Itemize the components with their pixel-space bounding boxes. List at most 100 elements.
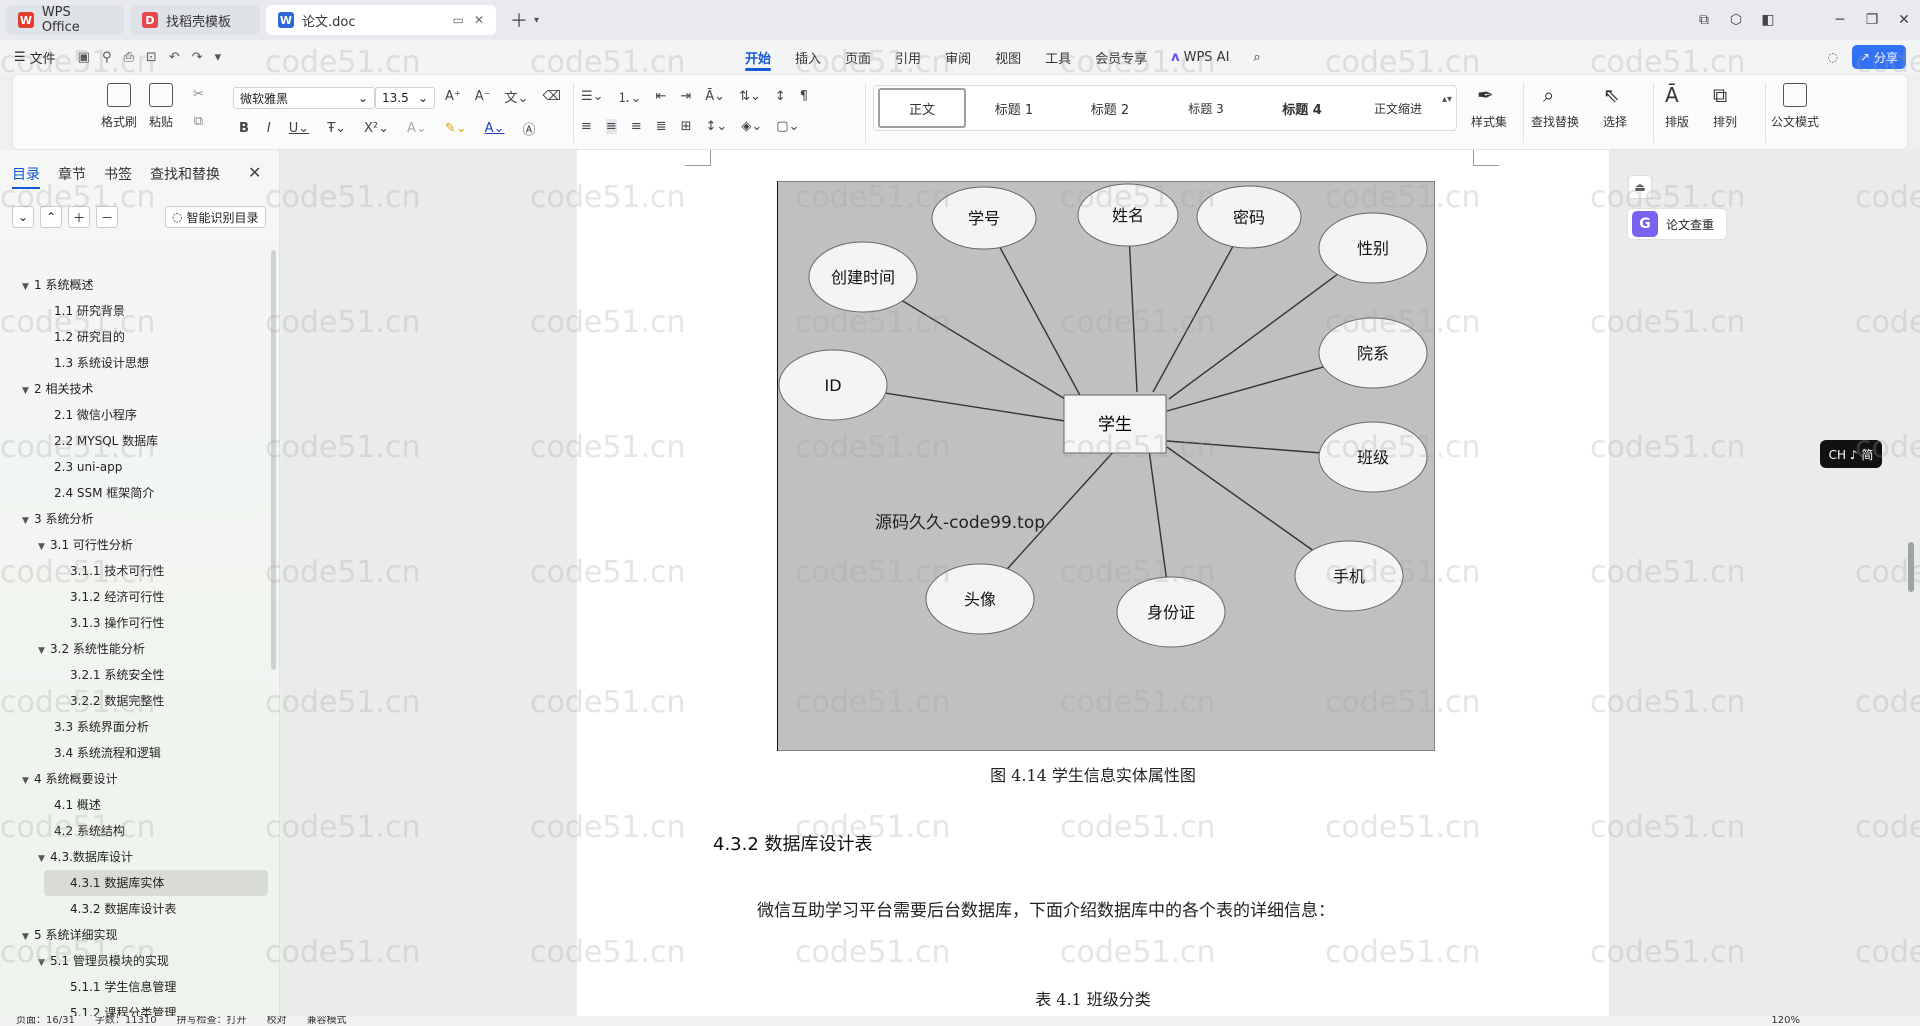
print-preview-icon[interactable]: ⊡ — [145, 49, 157, 65]
tab-bookmarks[interactable]: 书签 — [104, 167, 132, 183]
expand-caret-icon[interactable]: ▼ — [22, 776, 29, 786]
toc-item[interactable]: 5.1.1 学生信息管理 — [0, 974, 272, 1000]
menu-insert[interactable]: 插入 — [795, 51, 822, 67]
toc-item[interactable]: 2.2 MYSQL 数据库 — [0, 428, 272, 454]
style-body-indent[interactable]: 正文缩进 — [1373, 101, 1422, 116]
align-right-icon[interactable]: ≡ — [630, 119, 642, 134]
sort-icon[interactable]: ⇅⌄ — [739, 89, 761, 104]
official-mode-button[interactable]: 公文模式 — [1771, 83, 1819, 130]
toc-item[interactable]: 3.1.2 经济可行性 — [0, 584, 272, 610]
expand-caret-icon[interactable]: ▼ — [22, 386, 29, 396]
tab-find-replace[interactable]: 查找和替换 — [150, 167, 220, 183]
paper-check-button[interactable]: G 论文查重 — [1627, 208, 1727, 240]
maximize-icon[interactable]: ❐ — [1865, 12, 1879, 28]
font-size-select[interactable]: 13.5⌄ — [375, 87, 435, 109]
toc-item[interactable]: ▼5 系统详细实现 — [0, 922, 272, 948]
style-heading-3[interactable]: 标题 3 — [1188, 101, 1224, 116]
italic-icon[interactable]: I — [266, 121, 271, 136]
increase-indent-icon[interactable]: ⇥ — [680, 89, 692, 104]
toc-item[interactable]: ▼2 相关技术 — [0, 376, 272, 402]
tab-wps-office[interactable]: W WPS Office — [6, 5, 124, 35]
toc-item[interactable]: 2.4 SSM 框架简介 — [0, 480, 272, 506]
student-entity-diagram[interactable]: 学号姓名密码性别创建时间院系ID班级头像身份证手机学生 源码久久-code99.… — [777, 181, 1435, 751]
decrease-indent-icon[interactable]: ⇤ — [655, 89, 667, 104]
toc-item[interactable]: 3.2.1 系统安全性 — [0, 662, 272, 688]
zoom-level[interactable]: 120% — [1771, 1016, 1800, 1026]
highlight-icon[interactable]: ✎⌄ — [444, 121, 467, 136]
line-spacing-sort-icon[interactable]: ↕ — [774, 89, 786, 104]
format-brush-button[interactable]: 格式刷 — [101, 83, 137, 130]
toc-item[interactable]: 2.1 微信小程序 — [0, 402, 272, 428]
toc-item[interactable]: 3.1.3 操作可行性 — [0, 610, 272, 636]
close-window-icon[interactable]: ✕ — [1898, 12, 1910, 28]
toc-item[interactable]: 4.2 系统结构 — [0, 818, 272, 844]
toc-item[interactable]: 3.3 系统界面分析 — [0, 714, 272, 740]
toc-item[interactable]: ▼5.1 管理员模块的实现 — [0, 948, 272, 974]
expand-caret-icon[interactable]: ▼ — [22, 282, 29, 292]
menu-view[interactable]: 视图 — [995, 51, 1022, 67]
find-replace-button[interactable]: ⌕ 查找替换 — [1531, 83, 1579, 130]
user-avatar[interactable]: ◧ — [1761, 12, 1775, 28]
tab-toc[interactable]: 目录 — [12, 164, 40, 189]
menu-review[interactable]: 审阅 — [945, 51, 972, 67]
shrink-font-icon[interactable]: A⁻ — [474, 89, 491, 104]
align-left-icon[interactable]: ≡ — [581, 119, 592, 134]
style-heading-2[interactable]: 标题 2 — [1090, 102, 1130, 118]
show-marks-icon[interactable]: ¶ — [799, 89, 809, 104]
layout-button[interactable]: Ā 排版 — [1665, 83, 1689, 130]
toc-item[interactable]: ▼3.1 可行性分析 — [0, 532, 272, 558]
toc-item[interactable]: 4.1 概述 — [0, 792, 272, 818]
bold-icon[interactable]: B — [239, 121, 249, 136]
toc-item[interactable]: ▼3.2 系统性能分析 — [0, 636, 272, 662]
superscript-icon[interactable]: X²⌄ — [364, 121, 390, 136]
style-set-button[interactable]: ✒ 样式集 — [1471, 83, 1507, 130]
toc-item[interactable]: 1.3 系统设计思想 — [0, 350, 272, 376]
menu-home[interactable]: 开始 — [733, 40, 783, 74]
undo-icon[interactable]: ↶ — [168, 49, 180, 65]
new-tab-button[interactable]: ＋ — [510, 11, 528, 32]
file-menu[interactable]: ☰ 文件 — [14, 48, 56, 67]
char-shading-icon[interactable]: Ⓐ — [522, 123, 536, 138]
menu-member[interactable]: 会员专享 — [1095, 51, 1148, 67]
close-pane-icon[interactable]: ✕ — [248, 163, 262, 182]
proofread[interactable]: 校对 — [266, 1016, 287, 1026]
shading-icon[interactable]: ◈⌄ — [741, 119, 763, 134]
tab-thesis-doc[interactable]: W 论文.doc ▭ ✕ — [266, 5, 496, 35]
tab-list-chevron-icon[interactable]: ▾ — [534, 14, 540, 26]
remove-heading-icon[interactable]: － — [96, 206, 118, 228]
spell-check[interactable]: 拼写检查：打开 — [176, 1016, 247, 1026]
restore-layout-icon[interactable]: ⧉ — [1699, 12, 1709, 28]
comment-icon[interactable]: ◌ — [1827, 50, 1838, 64]
font-name-select[interactable]: 微软雅黑⌄ — [233, 87, 375, 109]
collapse-all-icon[interactable]: ⌄ — [12, 206, 34, 228]
border-icon[interactable]: ▢⌄ — [776, 119, 800, 134]
share-button[interactable]: ↗ 分享 — [1851, 45, 1906, 69]
clear-format-icon[interactable]: ⌫ — [542, 89, 561, 104]
expand-caret-icon[interactable]: ▼ — [38, 854, 45, 864]
bullet-list-icon[interactable]: ☰⌄ — [581, 89, 604, 104]
justify-icon[interactable]: ≣ — [655, 119, 667, 134]
scrollbar-thumb[interactable] — [1908, 542, 1914, 592]
page-count[interactable]: 页面：16/31 — [16, 1016, 75, 1026]
toc-item[interactable]: 1.1 研究背景 — [0, 298, 272, 324]
expand-caret-icon[interactable]: ▼ — [22, 516, 29, 526]
phonetic-icon[interactable]: 文⌄ — [504, 91, 529, 106]
minimize-icon[interactable]: ─ — [1835, 12, 1845, 28]
save-icon[interactable]: ▣ — [77, 49, 90, 65]
add-heading-icon[interactable]: ＋ — [68, 206, 90, 228]
strikethrough-icon[interactable]: Ŧ⌄ — [327, 121, 347, 136]
line-spacing-icon[interactable]: ↕⌄ — [705, 119, 728, 134]
menu-reference[interactable]: 引用 — [895, 51, 922, 67]
cut-icon[interactable]: ✂ — [193, 87, 204, 102]
menu-tools[interactable]: 工具 — [1045, 51, 1072, 67]
text-direction-icon[interactable]: Ā⌄ — [705, 89, 726, 104]
align-center-icon[interactable]: ≡ — [605, 119, 617, 134]
underline-icon[interactable]: U⌄ — [288, 121, 310, 136]
toc-item[interactable]: 1.2 研究目的 — [0, 324, 272, 350]
paste-button[interactable]: 粘贴 — [149, 83, 173, 130]
sidebar-scrollbar[interactable] — [271, 250, 276, 670]
numbered-list-icon[interactable]: ⒈⌄ — [617, 91, 642, 106]
toc-item[interactable]: ▼4.3.数据库设计 — [0, 844, 272, 870]
toc-item[interactable]: 2.3 uni-app — [0, 454, 272, 480]
font-color-icon[interactable]: A⌄ — [484, 121, 505, 136]
